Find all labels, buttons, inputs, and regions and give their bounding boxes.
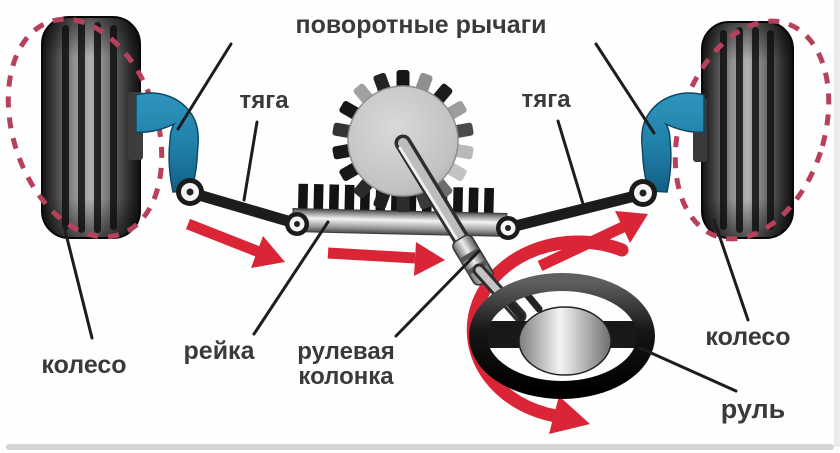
steering-column-label: рулевая колонка xyxy=(297,338,395,390)
motion-arrows xyxy=(185,211,648,276)
right-knuckle-joint xyxy=(629,179,657,207)
leader-wheel-left xyxy=(62,224,94,340)
rack-label: рейка xyxy=(183,337,255,365)
leader-wheel-right xyxy=(712,218,750,322)
rack-right-joint xyxy=(496,216,520,240)
right-edge-strip xyxy=(834,0,840,447)
left-wheel-treads xyxy=(62,22,117,233)
bottom-edge-strip xyxy=(6,444,834,450)
left-motion-arrow xyxy=(185,218,285,268)
right-wheel-turn-ellipse xyxy=(672,18,832,242)
leader-steering-column xyxy=(394,249,481,338)
rack-left-joint xyxy=(285,212,309,236)
right-wheel xyxy=(672,18,832,242)
leader-tie-rod-right xyxy=(556,119,585,206)
steering-rotation-arrow xyxy=(466,235,629,434)
title-steering-arms-label: поворотные рычаги xyxy=(295,11,547,39)
center-motion-arrow xyxy=(327,242,445,276)
wheel-right-label: колесо xyxy=(705,323,791,351)
wheel-left-label: колесо xyxy=(41,351,127,379)
steering-wheel xyxy=(469,273,655,399)
steering-wheel-hub xyxy=(518,306,612,376)
tie-rod-right-label: тяга xyxy=(521,86,571,113)
leader-lines xyxy=(62,42,750,393)
leader-title-right xyxy=(594,42,656,135)
leader-tie-rod-left xyxy=(242,120,259,202)
leader-rack xyxy=(252,220,330,336)
leader-title-left xyxy=(176,42,233,131)
left-wheel xyxy=(5,16,165,240)
left-tie-rod xyxy=(186,187,304,230)
steering-wheel-label: руль xyxy=(720,394,786,424)
left-knuckle-joint xyxy=(176,178,204,206)
right-tie-rod xyxy=(501,188,649,234)
tie-rod-left-label: тяга xyxy=(239,87,289,114)
right-steering-knuckle xyxy=(641,92,705,193)
leader-steering-wheel xyxy=(638,346,738,393)
right-wheel-treads xyxy=(720,27,774,233)
right-motion-arrow xyxy=(537,211,648,271)
steering-column-shaft xyxy=(394,134,477,259)
